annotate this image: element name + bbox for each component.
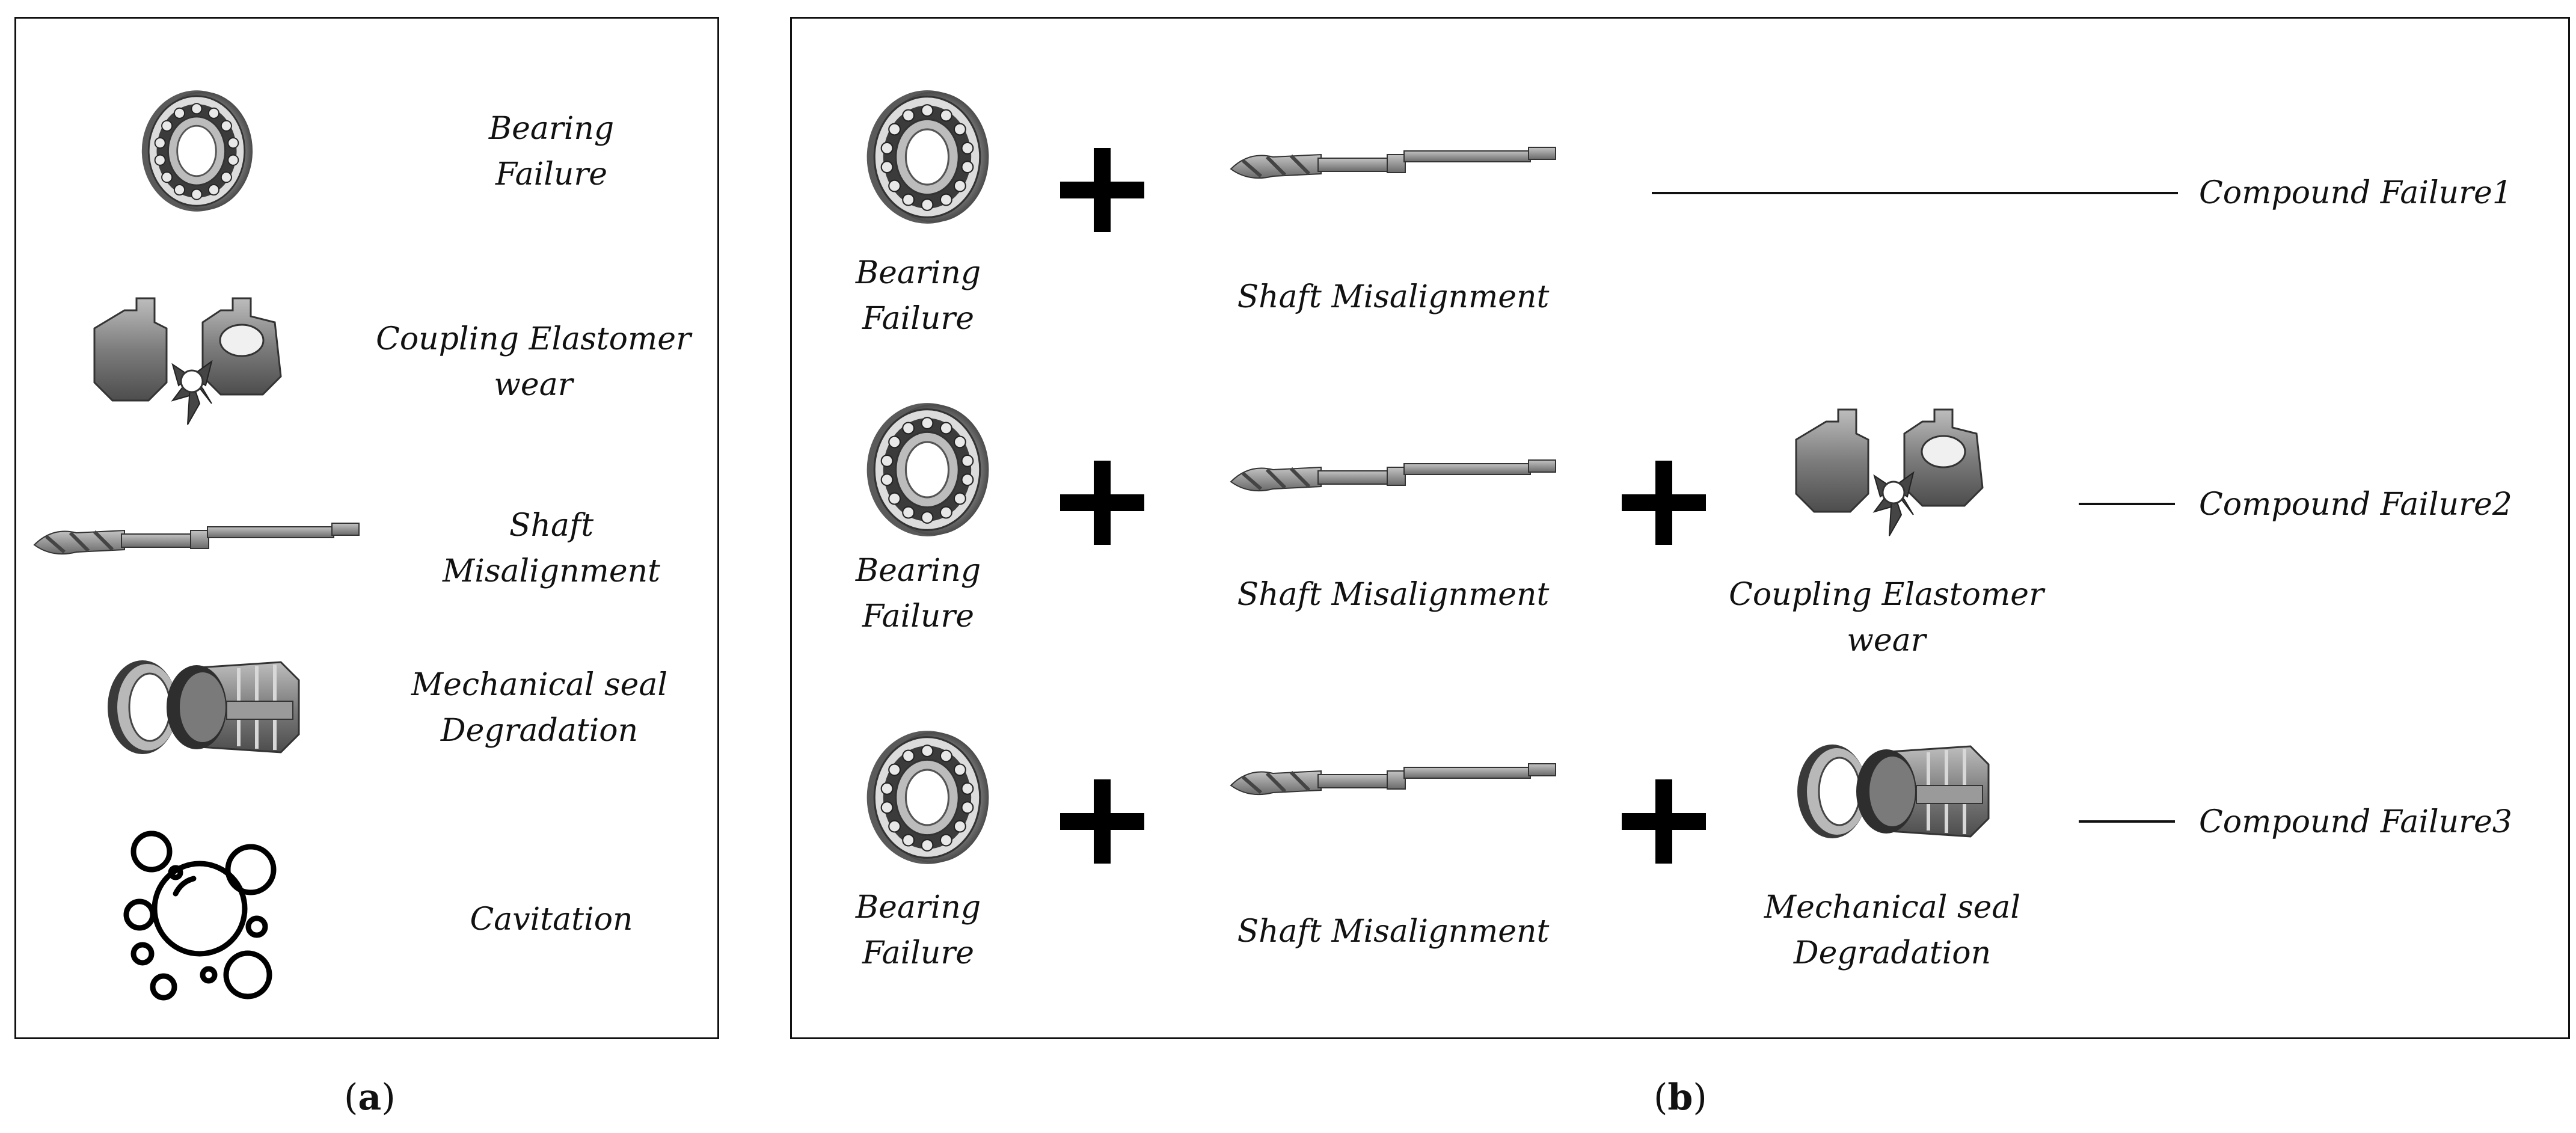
plus-icon	[1622, 461, 1706, 545]
compound-failure-1-label: Compound Failure1	[2199, 175, 2512, 211]
bearing-icon	[140, 88, 254, 214]
connector-line-1	[1652, 192, 2178, 194]
row2-shaft-misalignment-label: Shaft Misalignment	[1237, 577, 1550, 613]
compound-failure-2-label: Compound Failure2	[2199, 487, 2512, 523]
shaft-icon	[28, 503, 365, 569]
shaft-icon	[1225, 127, 1562, 193]
row3-shaft-misalignment-label: Shaft Misalignment	[1237, 913, 1550, 950]
bearing-icon	[864, 728, 990, 867]
coupling-icon	[1784, 398, 2001, 542]
bearing-icon	[864, 401, 990, 539]
plus-icon	[1060, 461, 1144, 545]
mechanical-seal-icon	[1790, 728, 2007, 849]
shaft-icon	[1225, 743, 1562, 809]
mechanical-seal-icon	[100, 644, 317, 764]
row1-shaft-misalignment-label: Shaft Misalignment	[1237, 279, 1550, 315]
plus-icon	[1060, 779, 1144, 864]
label-cavitation: Cavitation	[470, 901, 633, 938]
connector-line-2	[2079, 503, 2175, 505]
plus-icon	[1060, 148, 1144, 232]
caption-a: (a)	[344, 1076, 396, 1119]
shaft-icon	[1225, 440, 1562, 506]
cavitation-bubbles-icon	[118, 824, 287, 1005]
connector-line-3	[2079, 820, 2175, 823]
coupling-icon	[82, 286, 299, 431]
caption-b: (b)	[1654, 1076, 1707, 1119]
compound-failure-3-label: Compound Failure3	[2199, 804, 2512, 840]
bearing-icon	[864, 88, 990, 226]
plus-icon	[1622, 779, 1706, 864]
